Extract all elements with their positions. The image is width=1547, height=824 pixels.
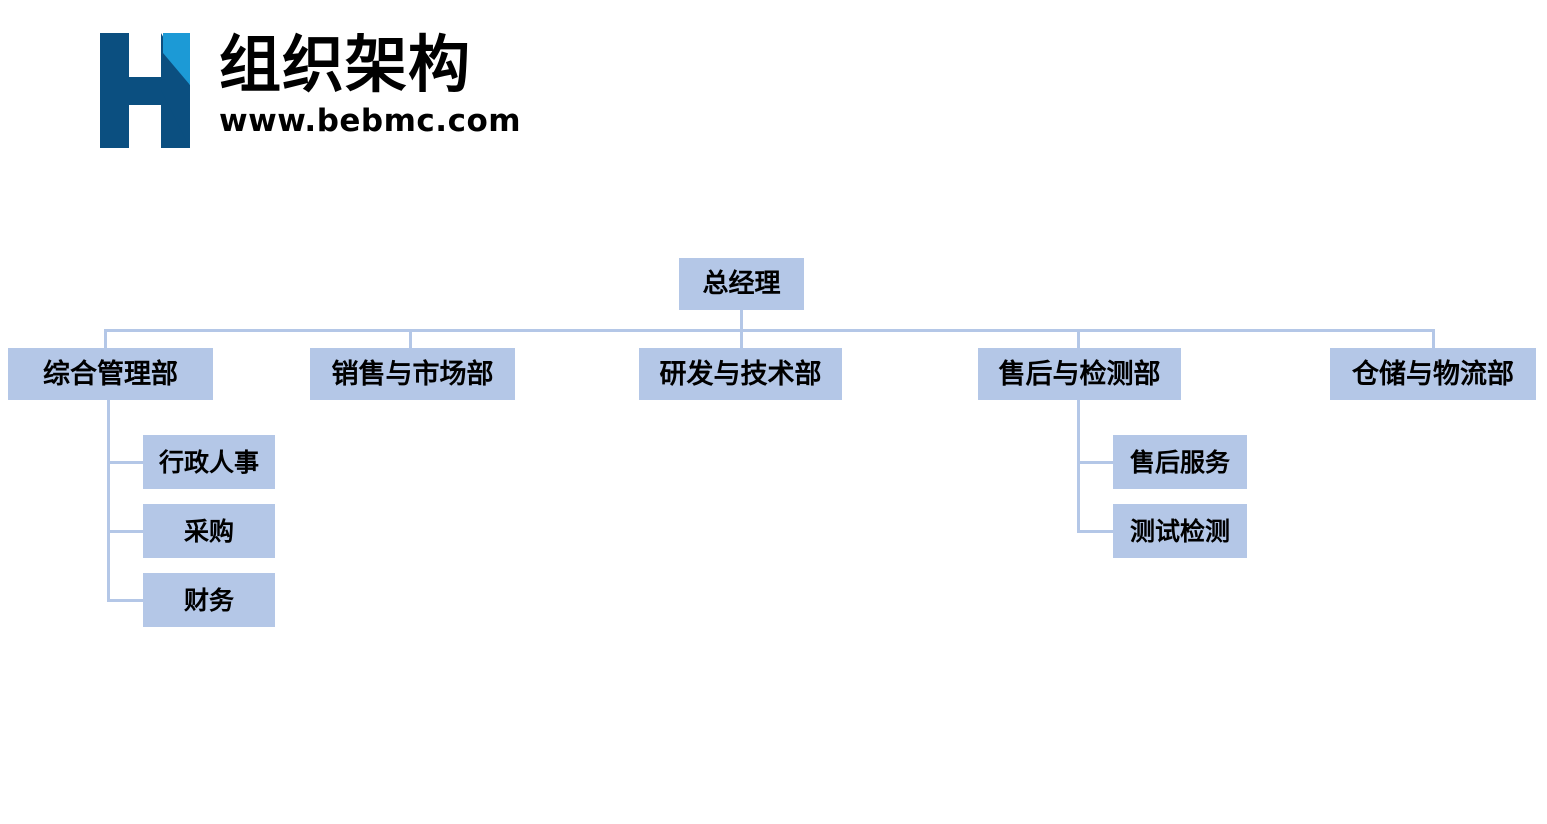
connector-drop-dept-5 xyxy=(1432,329,1435,348)
connector-stub-finance xyxy=(107,599,143,602)
node-dept-aftersales-testing[interactable]: 售后与检测部 xyxy=(978,348,1181,400)
node-sub-procurement[interactable]: 采购 xyxy=(143,504,275,558)
connector-level2-bus xyxy=(104,329,1435,332)
brand-website: www.bebmc.com xyxy=(219,103,522,139)
node-sub-admin-hr[interactable]: 行政人事 xyxy=(143,435,275,489)
node-dept-warehouse-logistics[interactable]: 仓储与物流部 xyxy=(1330,348,1536,400)
node-sub-aftersales-service[interactable]: 售后服务 xyxy=(1113,435,1247,489)
node-dept-rnd-technology[interactable]: 研发与技术部 xyxy=(639,348,842,400)
connector-drop-dept-2 xyxy=(409,329,412,348)
connector-stem-general-management xyxy=(107,400,110,601)
connector-stub-aftersales-service xyxy=(1077,461,1113,464)
node-sub-finance[interactable]: 财务 xyxy=(143,573,275,627)
connector-drop-dept-4 xyxy=(1077,329,1080,348)
brand-text-block: 组织架构 www.bebmc.com xyxy=(219,28,521,137)
connector-stem-aftersales-testing xyxy=(1077,400,1080,531)
connector-root-stem xyxy=(740,310,743,331)
node-dept-sales-marketing[interactable]: 销售与市场部 xyxy=(310,348,515,400)
connector-stub-testing-inspection xyxy=(1077,530,1113,533)
connector-drop-dept-1 xyxy=(104,329,107,348)
h-monogram-logo-icon xyxy=(100,33,190,148)
page-title: 组织架构 xyxy=(219,28,472,101)
connector-drop-dept-3 xyxy=(740,329,743,348)
node-sub-testing-inspection[interactable]: 测试检测 xyxy=(1113,504,1247,558)
node-dept-general-management[interactable]: 综合管理部 xyxy=(8,348,213,400)
brand-header: 组织架构 www.bebmc.com xyxy=(100,28,521,148)
connector-stub-admin-hr xyxy=(107,461,143,464)
connector-stub-procurement xyxy=(107,530,143,533)
node-general-manager[interactable]: 总经理 xyxy=(679,258,804,310)
